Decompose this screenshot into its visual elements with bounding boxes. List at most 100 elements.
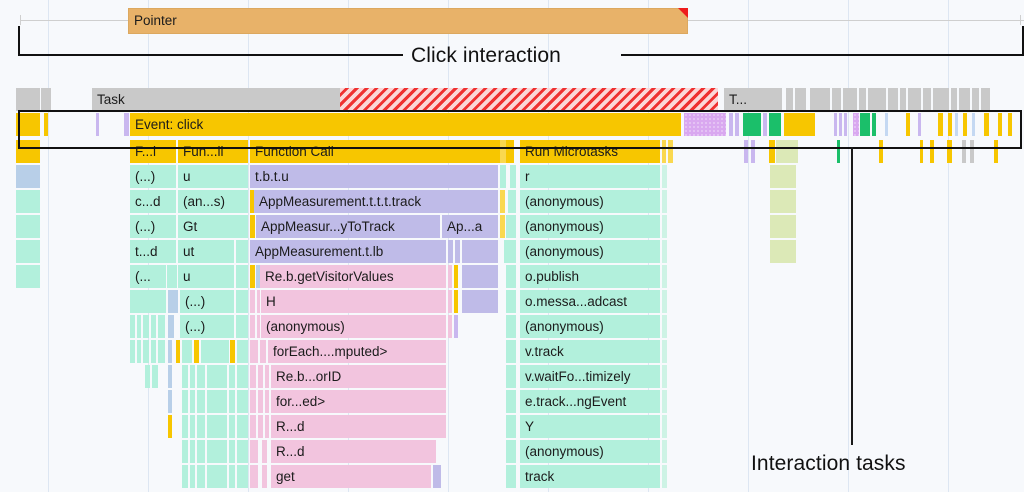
flame-entry-track[interactable]: track: [520, 465, 660, 488]
flame-entry[interactable]: [182, 415, 188, 438]
flame-entry[interactable]: [962, 140, 966, 163]
flame-entry[interactable]: [662, 240, 667, 263]
flame-entry[interactable]: [229, 440, 235, 463]
flame-entry[interactable]: [158, 315, 165, 338]
flame-entry[interactable]: [500, 190, 505, 213]
flame-entry[interactable]: [236, 315, 248, 338]
flame-entry[interactable]: [16, 88, 40, 111]
flame-entry[interactable]: [433, 465, 441, 488]
flame-entry[interactable]: [1008, 113, 1012, 136]
flame-entry[interactable]: [124, 113, 129, 136]
flame-entry[interactable]: [454, 290, 458, 313]
flame-entry[interactable]: [237, 465, 248, 488]
flame-entry-anonymous[interactable]: (anonymous): [520, 190, 660, 213]
flame-entry[interactable]: [207, 440, 227, 463]
flame-entry[interactable]: [662, 165, 667, 188]
flame-entry[interactable]: [930, 140, 934, 163]
flame-entry[interactable]: [972, 88, 979, 111]
flame-entry[interactable]: [207, 465, 227, 488]
flame-entry[interactable]: [237, 440, 248, 463]
flame-entry[interactable]: [190, 365, 195, 388]
flame-entry[interactable]: [853, 113, 859, 136]
flame-entry[interactable]: [262, 440, 267, 463]
flame-entry[interactable]: [662, 190, 667, 213]
flame-entry[interactable]: [662, 265, 667, 288]
flame-entry[interactable]: [250, 190, 254, 213]
flame-entry[interactable]: [920, 140, 923, 163]
flame-entry[interactable]: [948, 113, 952, 136]
flame-entry[interactable]: [182, 440, 188, 463]
flame-entry[interactable]: [662, 340, 667, 363]
flame-entry[interactable]: [448, 315, 452, 338]
flame-entry-f-l[interactable]: F...l: [130, 140, 176, 163]
flame-entry[interactable]: [168, 415, 172, 438]
flame-entry[interactable]: [257, 290, 260, 313]
flame-entry[interactable]: [506, 390, 516, 413]
flame-entry-u[interactable]: u: [178, 265, 234, 288]
flame-entry-appmeasurement-t-t-t-track[interactable]: AppMeasurement.t.t.t.track: [254, 190, 498, 213]
flame-entry[interactable]: [250, 315, 255, 338]
flame-entry[interactable]: [508, 190, 516, 213]
flame-entry[interactable]: [44, 113, 48, 136]
flame-entry[interactable]: [197, 390, 205, 413]
flame-entry[interactable]: [769, 113, 781, 136]
flame-entry[interactable]: [16, 165, 40, 188]
flame-entry[interactable]: [662, 315, 667, 338]
flame-entry[interactable]: [506, 265, 516, 288]
flame-entry[interactable]: [448, 265, 452, 288]
flame-entry[interactable]: [662, 140, 666, 163]
flame-entry[interactable]: [197, 365, 205, 388]
flame-entry[interactable]: [250, 465, 258, 488]
flame-entry[interactable]: [137, 315, 141, 338]
flame-entry[interactable]: [197, 465, 205, 488]
flame-entry[interactable]: [168, 390, 172, 413]
flame-entry[interactable]: [130, 315, 135, 338]
flame-entry[interactable]: [662, 415, 667, 438]
flame-entry[interactable]: [668, 140, 673, 163]
flame-entry[interactable]: [207, 415, 227, 438]
flame-entry-[interactable]: (...): [130, 165, 176, 188]
flame-entry-function-call[interactable]: Function Call: [250, 140, 514, 163]
flame-entry-anonymous[interactable]: (anonymous): [520, 440, 660, 463]
flame-entry[interactable]: [250, 265, 255, 288]
flame-entry[interactable]: [955, 113, 958, 136]
flame-entry[interactable]: [837, 140, 840, 163]
flame-entry[interactable]: [258, 415, 263, 438]
flame-entry[interactable]: [500, 215, 505, 238]
flame-entry-anonymous[interactable]: (anonymous): [520, 315, 660, 338]
flame-entry[interactable]: [506, 315, 516, 338]
flame-entry-[interactable]: (...): [130, 215, 176, 238]
flame-entry[interactable]: [207, 365, 227, 388]
flame-entry[interactable]: [256, 265, 260, 288]
flame-entry[interactable]: [182, 365, 188, 388]
flame-entry-gt[interactable]: Gt: [178, 215, 248, 238]
flame-entry-[interactable]: (...): [180, 315, 234, 338]
flame-entry[interactable]: [844, 113, 847, 136]
flame-entry[interactable]: [751, 140, 755, 163]
flame-entry[interactable]: [504, 240, 516, 263]
flame-entry[interactable]: [769, 140, 775, 163]
flame-entry[interactable]: [201, 340, 229, 363]
flame-entry[interactable]: [237, 340, 248, 363]
flame-entry[interactable]: [236, 240, 248, 263]
flame-entry[interactable]: [197, 415, 205, 438]
flame-entry[interactable]: [506, 290, 516, 313]
flame-entry[interactable]: [784, 113, 815, 136]
flame-entry[interactable]: [229, 365, 235, 388]
flame-entry[interactable]: [500, 140, 506, 163]
flame-entry[interactable]: [918, 113, 921, 136]
flame-entry[interactable]: [258, 365, 263, 388]
flame-entry[interactable]: [229, 390, 235, 413]
flame-entry[interactable]: [250, 215, 255, 238]
flame-entry[interactable]: [506, 365, 516, 388]
flame-entry[interactable]: [158, 340, 165, 363]
flame-entry-task[interactable]: Task: [92, 88, 340, 111]
flame-entry[interactable]: [41, 88, 51, 111]
flame-entry[interactable]: [16, 215, 40, 238]
flame-entry[interactable]: [151, 315, 156, 338]
flame-entry-fun-ll[interactable]: Fun...ll: [178, 140, 248, 163]
flame-entry[interactable]: [16, 140, 40, 163]
flame-entry[interactable]: [981, 88, 990, 111]
flame-entry[interactable]: [951, 88, 957, 111]
flame-entry[interactable]: [462, 290, 498, 313]
